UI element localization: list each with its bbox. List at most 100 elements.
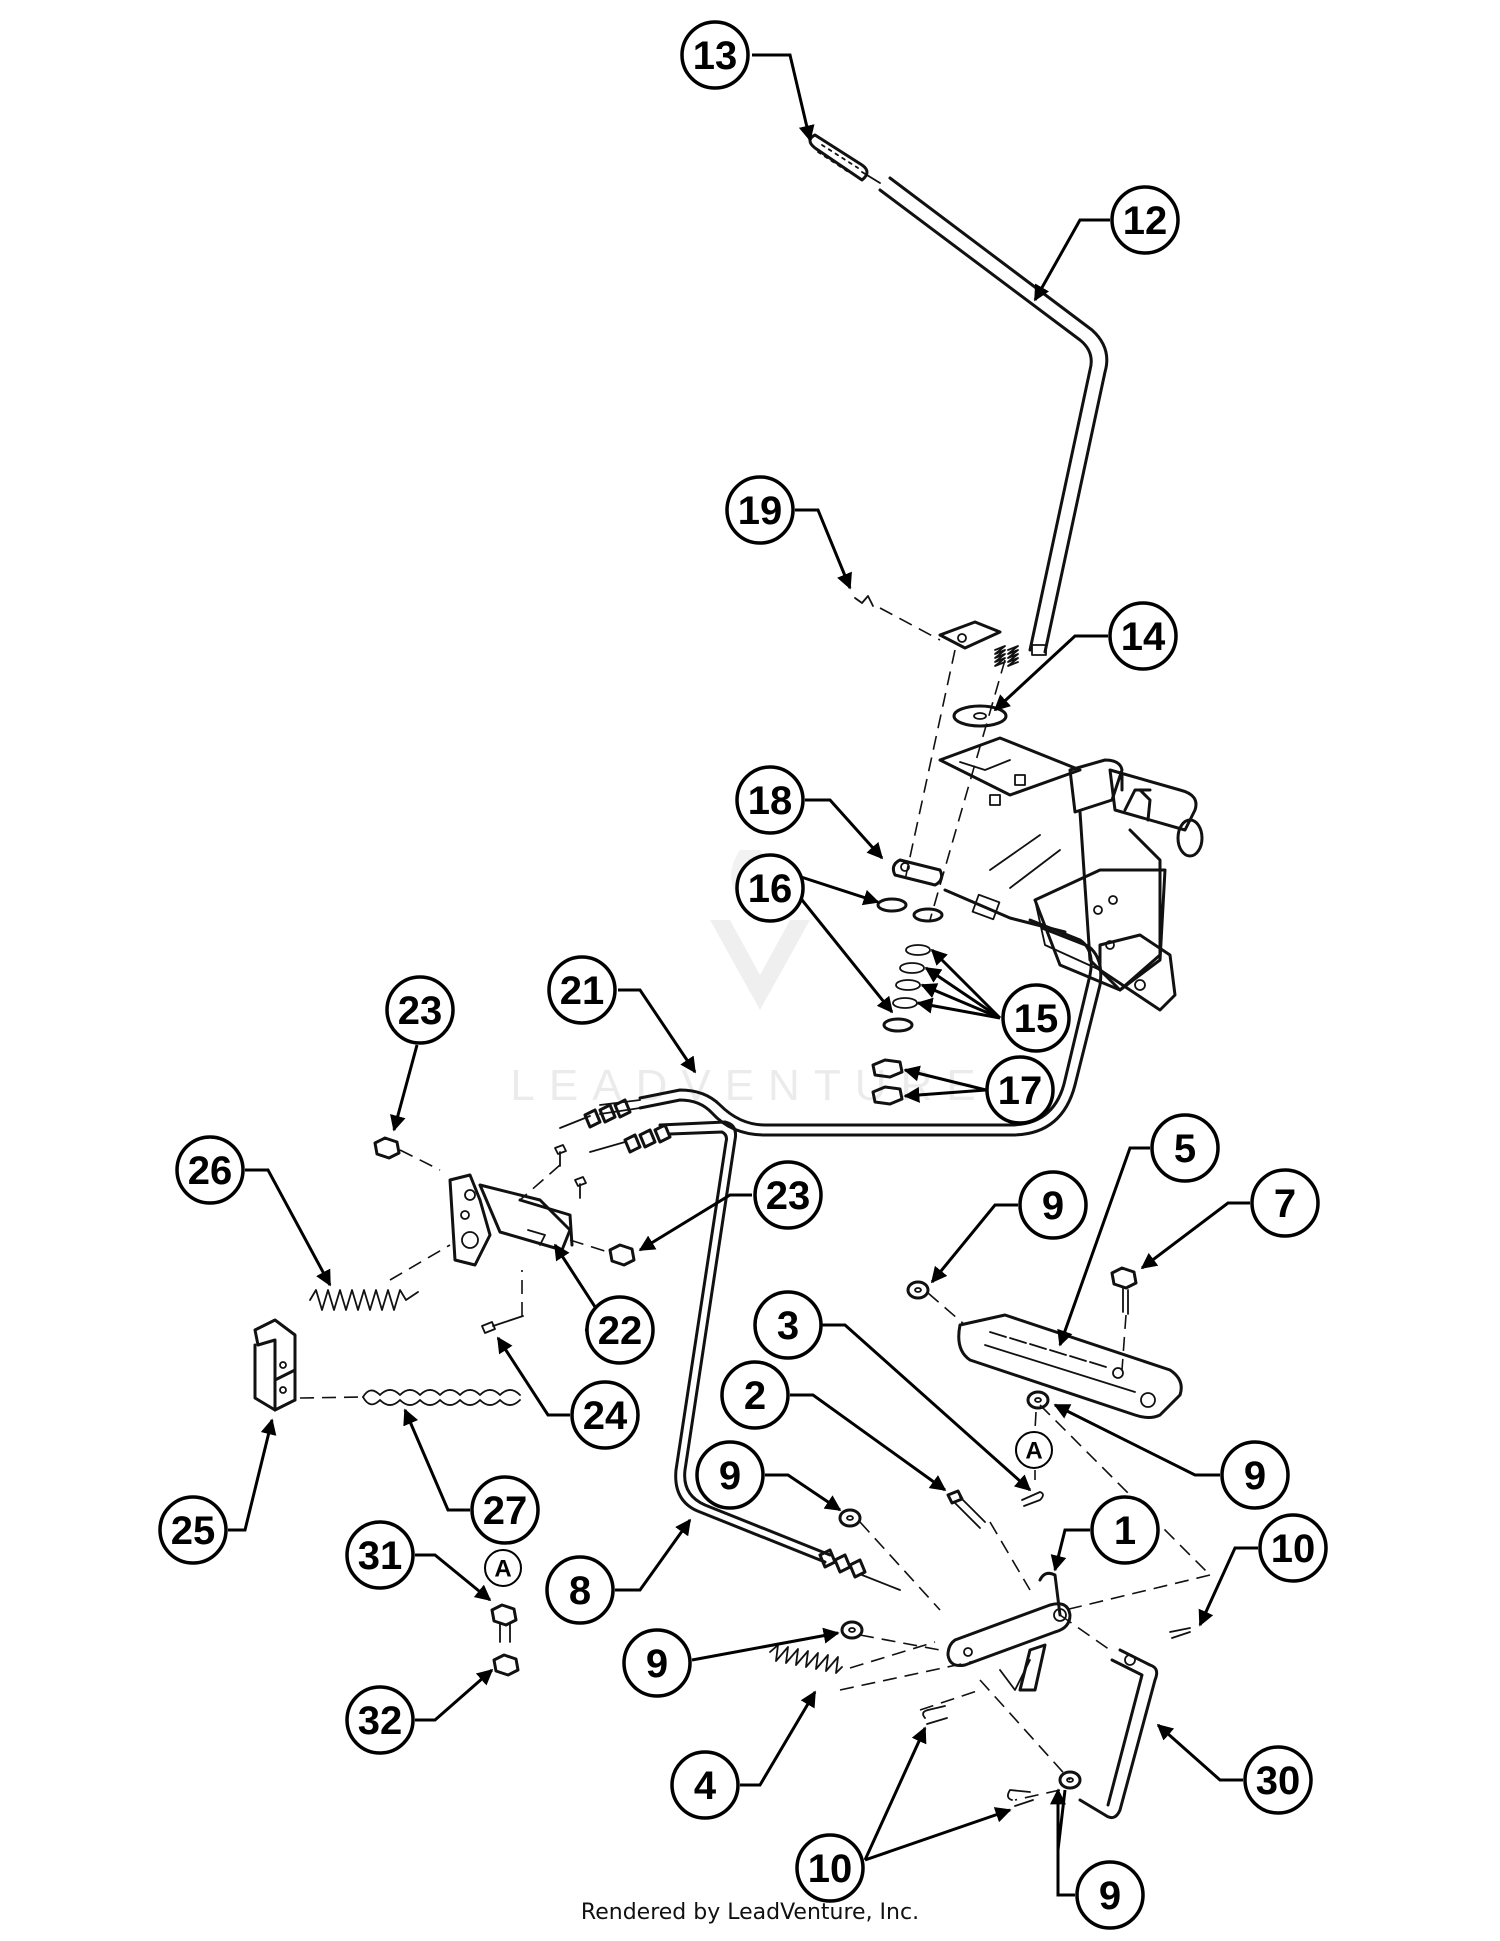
part-9-washer-bottom [1058, 1770, 1082, 1790]
callout-22: 22 [585, 1295, 655, 1365]
part-26-spring [309, 1244, 451, 1311]
svg-text:22: 22 [598, 1309, 643, 1353]
cable-bolts [519, 1144, 587, 1201]
part-7-bolt [1110, 1266, 1138, 1371]
svg-text:14: 14 [1121, 615, 1166, 659]
callout-10-upper: 10 [1258, 1513, 1328, 1583]
part-9-washer-right [1026, 1390, 1050, 1410]
callout-18: 18 [735, 765, 805, 835]
svg-text:19: 19 [738, 489, 783, 533]
callout-4: 4 [670, 1750, 740, 1820]
part-12-shift-lever [878, 176, 1109, 656]
callout-9-right: 9 [1220, 1440, 1290, 1510]
watermark-text: LEADVENTURE [510, 1061, 989, 1110]
callout-1: 1 [1090, 1495, 1160, 1565]
part-2-pin [946, 1489, 986, 1529]
part-lever-spring [994, 645, 1019, 667]
part-25-bracket [253, 1318, 297, 1412]
svg-text:1: 1 [1114, 1509, 1136, 1553]
svg-text:18: 18 [748, 779, 793, 823]
footer-credit: Rendered by LeadVenture, Inc. [580, 1900, 920, 1925]
callout-17: 17 [985, 1055, 1055, 1125]
svg-text:5: 5 [1174, 1127, 1196, 1171]
callout-9-bottom: 9 [1075, 1860, 1145, 1930]
part-30-link-rod [1078, 1648, 1159, 1820]
callout-3: 3 [753, 1290, 823, 1360]
callout-23-upper: 23 [385, 975, 455, 1045]
svg-text:24: 24 [583, 1394, 628, 1438]
callout-19: 19 [725, 475, 795, 545]
part-3-clip [1021, 1491, 1044, 1507]
callout-30: 30 [1243, 1745, 1313, 1815]
callout-21: 21 [547, 955, 617, 1025]
svg-text:3: 3 [777, 1304, 799, 1348]
svg-text:8: 8 [569, 1569, 591, 1613]
callout-13: 13 [680, 20, 750, 90]
svg-text:31: 31 [358, 1534, 403, 1578]
svg-text:23: 23 [766, 1174, 811, 1218]
callout-9-mid: 9 [695, 1440, 765, 1510]
callout-26: 26 [175, 1135, 245, 1205]
svg-text:23: 23 [398, 989, 443, 1033]
callout-5: 5 [1150, 1113, 1220, 1183]
part-27-spring [299, 1389, 521, 1406]
callout-12: 12 [1110, 185, 1180, 255]
part-5-pedal [957, 1313, 1183, 1419]
reference-marker-a-pedal: A [1015, 1431, 1053, 1469]
svg-text:10: 10 [808, 1847, 853, 1891]
part-31-bolt [490, 1603, 518, 1643]
svg-text:9: 9 [646, 1642, 668, 1686]
svg-text:21: 21 [560, 969, 605, 1013]
lower-assembly-axes [839, 1404, 1211, 1801]
part-15-spacers [892, 944, 931, 1009]
part-10-pin-upper [1169, 1627, 1191, 1639]
reference-marker-a-bolt: A [484, 1549, 522, 1587]
part-13-grip [808, 133, 881, 184]
part-10-pin-lower [1007, 1789, 1034, 1807]
callout-31: 31 [345, 1520, 415, 1590]
part-9-washer-upper [906, 1280, 966, 1326]
callout-23-lower: 23 [753, 1160, 823, 1230]
svg-text:9: 9 [719, 1454, 741, 1498]
callout-9-upper: 9 [1018, 1170, 1088, 1240]
svg-text:A: A [494, 1556, 511, 1583]
svg-text:7: 7 [1274, 1182, 1296, 1226]
callout-2: 2 [720, 1360, 790, 1430]
callout-14: 14 [1108, 601, 1178, 671]
callout-15: 15 [1001, 983, 1071, 1053]
svg-text:26: 26 [188, 1149, 233, 1193]
svg-text:9: 9 [1099, 1874, 1121, 1918]
svg-text:4: 4 [694, 1764, 717, 1808]
part-9-washer-mid [838, 1508, 862, 1528]
part-22-bracket [448, 1173, 574, 1267]
svg-text:2: 2 [744, 1374, 766, 1418]
svg-text:10: 10 [1271, 1527, 1316, 1571]
svg-text:30: 30 [1256, 1759, 1301, 1803]
svg-text:A: A [1025, 1438, 1042, 1465]
part-19-clip [854, 595, 1002, 650]
part-18-clevis [891, 858, 944, 887]
callout-8: 8 [545, 1555, 615, 1625]
part-23-nut-lower [569, 1239, 636, 1267]
part-14-washer [952, 704, 1008, 728]
svg-text:27: 27 [483, 1489, 528, 1533]
part-17-nuts [871, 1058, 904, 1106]
svg-text:16: 16 [748, 867, 793, 911]
callout-16: 16 [735, 853, 805, 923]
svg-text:12: 12 [1123, 199, 1168, 243]
callout-32: 32 [345, 1685, 415, 1755]
callout-27: 27 [470, 1475, 540, 1545]
part-32-nut [492, 1653, 520, 1677]
svg-text:9: 9 [1042, 1184, 1064, 1228]
svg-text:25: 25 [171, 1509, 216, 1553]
svg-text:13: 13 [693, 34, 738, 78]
callout-24: 24 [570, 1380, 640, 1450]
part-9-washer-lower [840, 1620, 864, 1640]
svg-text:9: 9 [1244, 1454, 1266, 1498]
part-4-spring [769, 1641, 936, 1674]
callout-25: 25 [158, 1495, 228, 1565]
part-23-nut-upper [373, 1136, 441, 1171]
callouts: 13 12 19 14 18 16 [158, 20, 1328, 1930]
part-1-lever [946, 1571, 1111, 1692]
